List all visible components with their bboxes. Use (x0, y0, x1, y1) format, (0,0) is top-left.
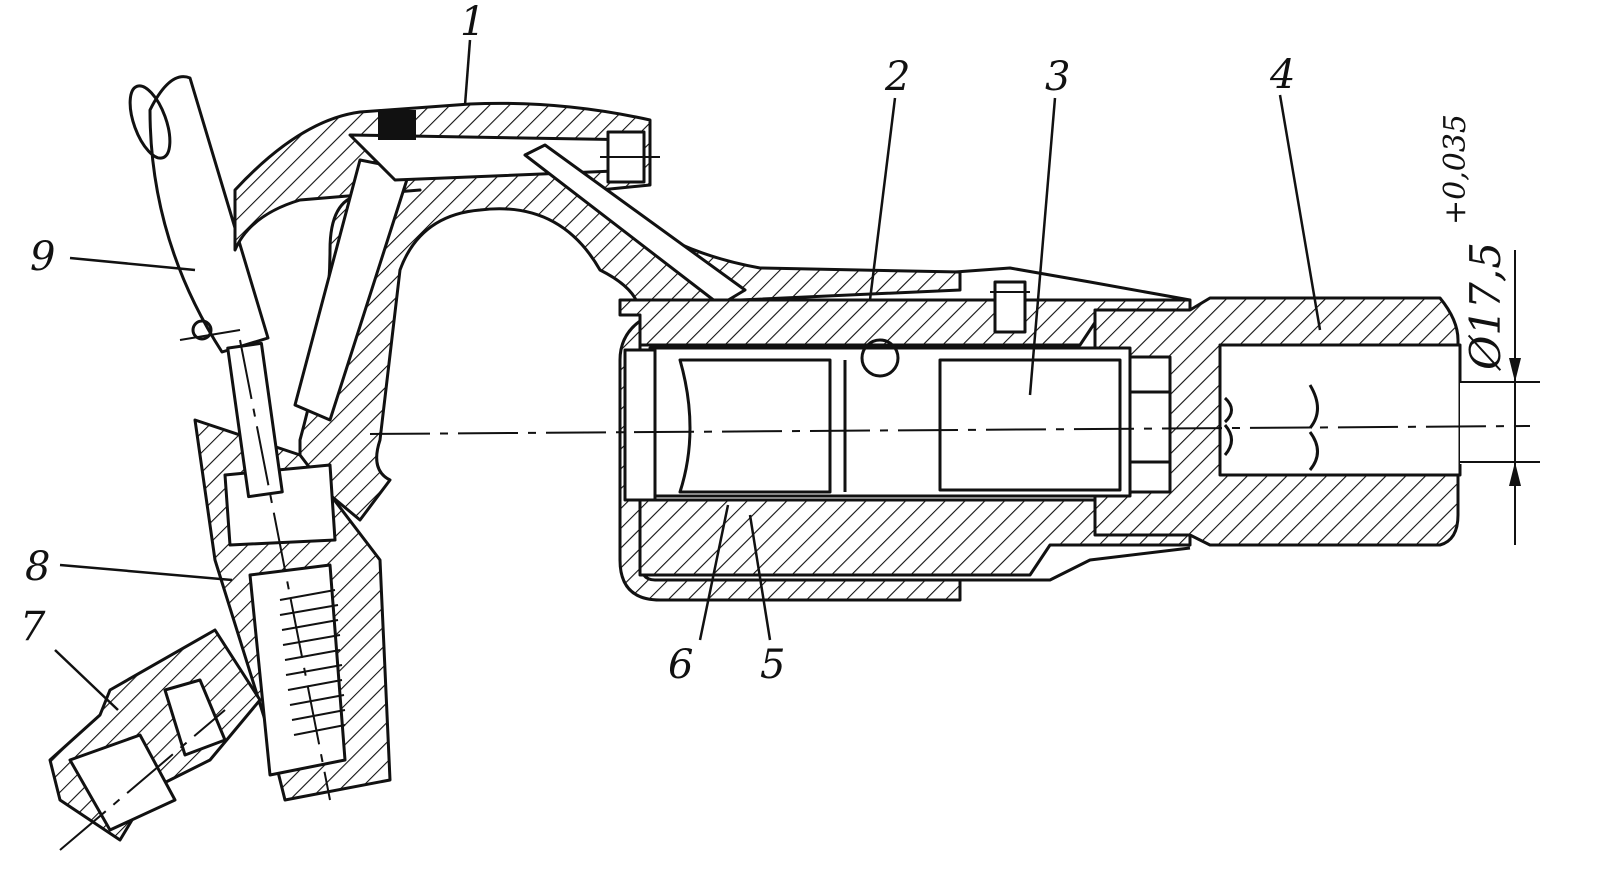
leader-5 (748, 514, 772, 641)
leader-3 (1028, 97, 1057, 396)
leader-lines (54, 39, 1322, 711)
callout-4: 4 (1269, 52, 1295, 98)
callout-5: 5 (760, 642, 785, 688)
callout-9: 9 (30, 234, 55, 280)
barrel-housing (618, 266, 1500, 582)
leader-2 (868, 97, 897, 301)
tool-body (233, 101, 962, 602)
leader-4 (1278, 94, 1322, 331)
dimension-text: Ø17,5 (1461, 242, 1510, 371)
callout-6: 6 (668, 642, 693, 688)
diameter-dimension: Ø17,5 +0,035 (1438, 114, 1540, 545)
leader-6 (698, 504, 730, 641)
axis-centerline (369, 425, 1531, 435)
callout-7: 7 (20, 604, 46, 650)
leader-7 (54, 649, 119, 711)
valve-assembly (193, 339, 392, 802)
callout-labels: 1 2 3 4 5 6 7 8 9 (20, 0, 1295, 688)
trigger-lever (128, 75, 270, 354)
leader-8 (59, 563, 233, 582)
callout-3: 3 (1045, 54, 1070, 100)
callout-2: 2 (884, 54, 910, 100)
tolerance-text: +0,035 (1438, 114, 1473, 225)
callout-8: 8 (25, 544, 50, 590)
callout-1: 1 (460, 0, 485, 45)
leader-1 (463, 39, 472, 106)
leader-9 (69, 256, 196, 272)
air-inlet-fitting (48, 628, 262, 851)
